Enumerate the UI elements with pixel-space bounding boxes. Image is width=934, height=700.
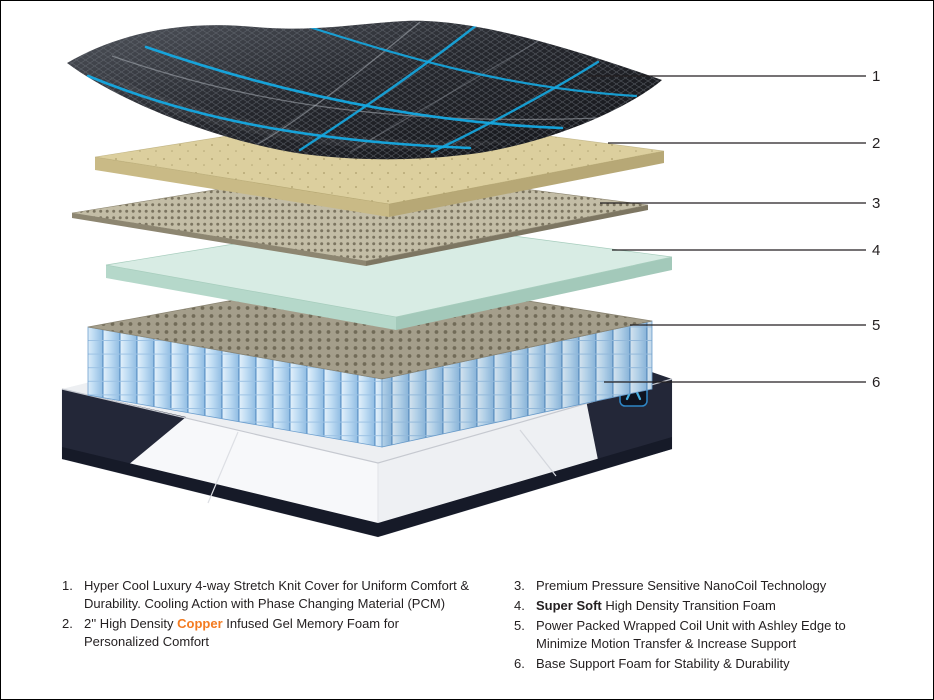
legend: 1. Hyper Cool Luxury 4-way Stretch Knit … <box>62 577 914 675</box>
knit-cover-layer <box>67 20 662 160</box>
legend-text-segment: 2'' High Density <box>84 616 178 631</box>
legend-number-3: 3. <box>514 578 525 593</box>
legend-text-segment: Infused Gel Memory Foam for <box>222 616 399 631</box>
bold-highlight: Super Soft <box>536 598 602 613</box>
legend-number-4: 4. <box>514 598 525 613</box>
legend-text-segment: High Density Transition Foam <box>601 598 776 613</box>
legend-item-5: 5. Power Packed Wrapped Coil Unit with A… <box>514 617 914 653</box>
legend-item-2: 2. 2'' High Density Copper Infused Gel M… <box>62 615 514 651</box>
callout-number-5: 5 <box>872 317 880 334</box>
coil-face-right-shade <box>382 321 652 447</box>
callouts <box>588 75 866 383</box>
copper-highlight: Copper <box>177 616 223 631</box>
legend-text: Base Support Foam for Stability & Durabi… <box>536 656 790 671</box>
legend-text: Durability. Cooling Action with Phase Ch… <box>84 596 446 611</box>
base-rim-edge <box>61 378 673 464</box>
base-seam-left <box>207 431 239 504</box>
callout-number-6: 6 <box>872 374 880 391</box>
legend-item-1: 1. Hyper Cool Luxury 4-way Stretch Knit … <box>62 577 514 613</box>
legend-text: Power Packed Wrapped Coil Unit with Ashl… <box>536 618 846 633</box>
legend-text: Minimize Motion Transfer & Increase Supp… <box>536 636 797 651</box>
legend-item-3: 3. Premium Pressure Sensitive NanoCoil T… <box>514 577 914 595</box>
legend-number-5: 5. <box>514 618 525 633</box>
base-seam-right <box>519 429 557 477</box>
callout-number-2: 2 <box>872 135 880 152</box>
callout-number-4: 4 <box>872 242 880 259</box>
mattress-exploded-diagram: 1 2 3 4 5 6 <box>61 20 880 538</box>
legend-text: Super Soft High Density Transition Foam <box>536 597 914 615</box>
legend-column-left: 1. Hyper Cool Luxury 4-way Stretch Knit … <box>62 577 514 675</box>
legend-number-6: 6. <box>514 656 525 671</box>
legend-text: Hyper Cool Luxury 4-way Stretch Knit Cov… <box>84 578 470 593</box>
legend-number-2: 2. <box>62 616 73 631</box>
callout-number-1: 1 <box>872 68 880 85</box>
legend-item-6: 6. Base Support Foam for Stability & Dur… <box>514 655 914 673</box>
legend-column-right: 3. Premium Pressure Sensitive NanoCoil T… <box>514 577 914 675</box>
cover-plaid-accents <box>86 21 638 154</box>
base-bottom-band <box>62 437 672 537</box>
base-dark-wedge-left <box>62 389 186 470</box>
legend-text: 2'' High Density Copper Infused Gel Memo… <box>84 615 514 633</box>
callout-numbers: 1 2 3 4 5 6 <box>872 68 880 391</box>
legend-text: Premium Pressure Sensitive NanoCoil Tech… <box>536 578 827 593</box>
legend-text: Personalized Comfort <box>84 634 209 649</box>
callout-number-3: 3 <box>872 195 880 212</box>
legend-number-1: 1. <box>62 578 73 593</box>
legend-item-4: 4. Super Soft High Density Transition Fo… <box>514 597 914 615</box>
